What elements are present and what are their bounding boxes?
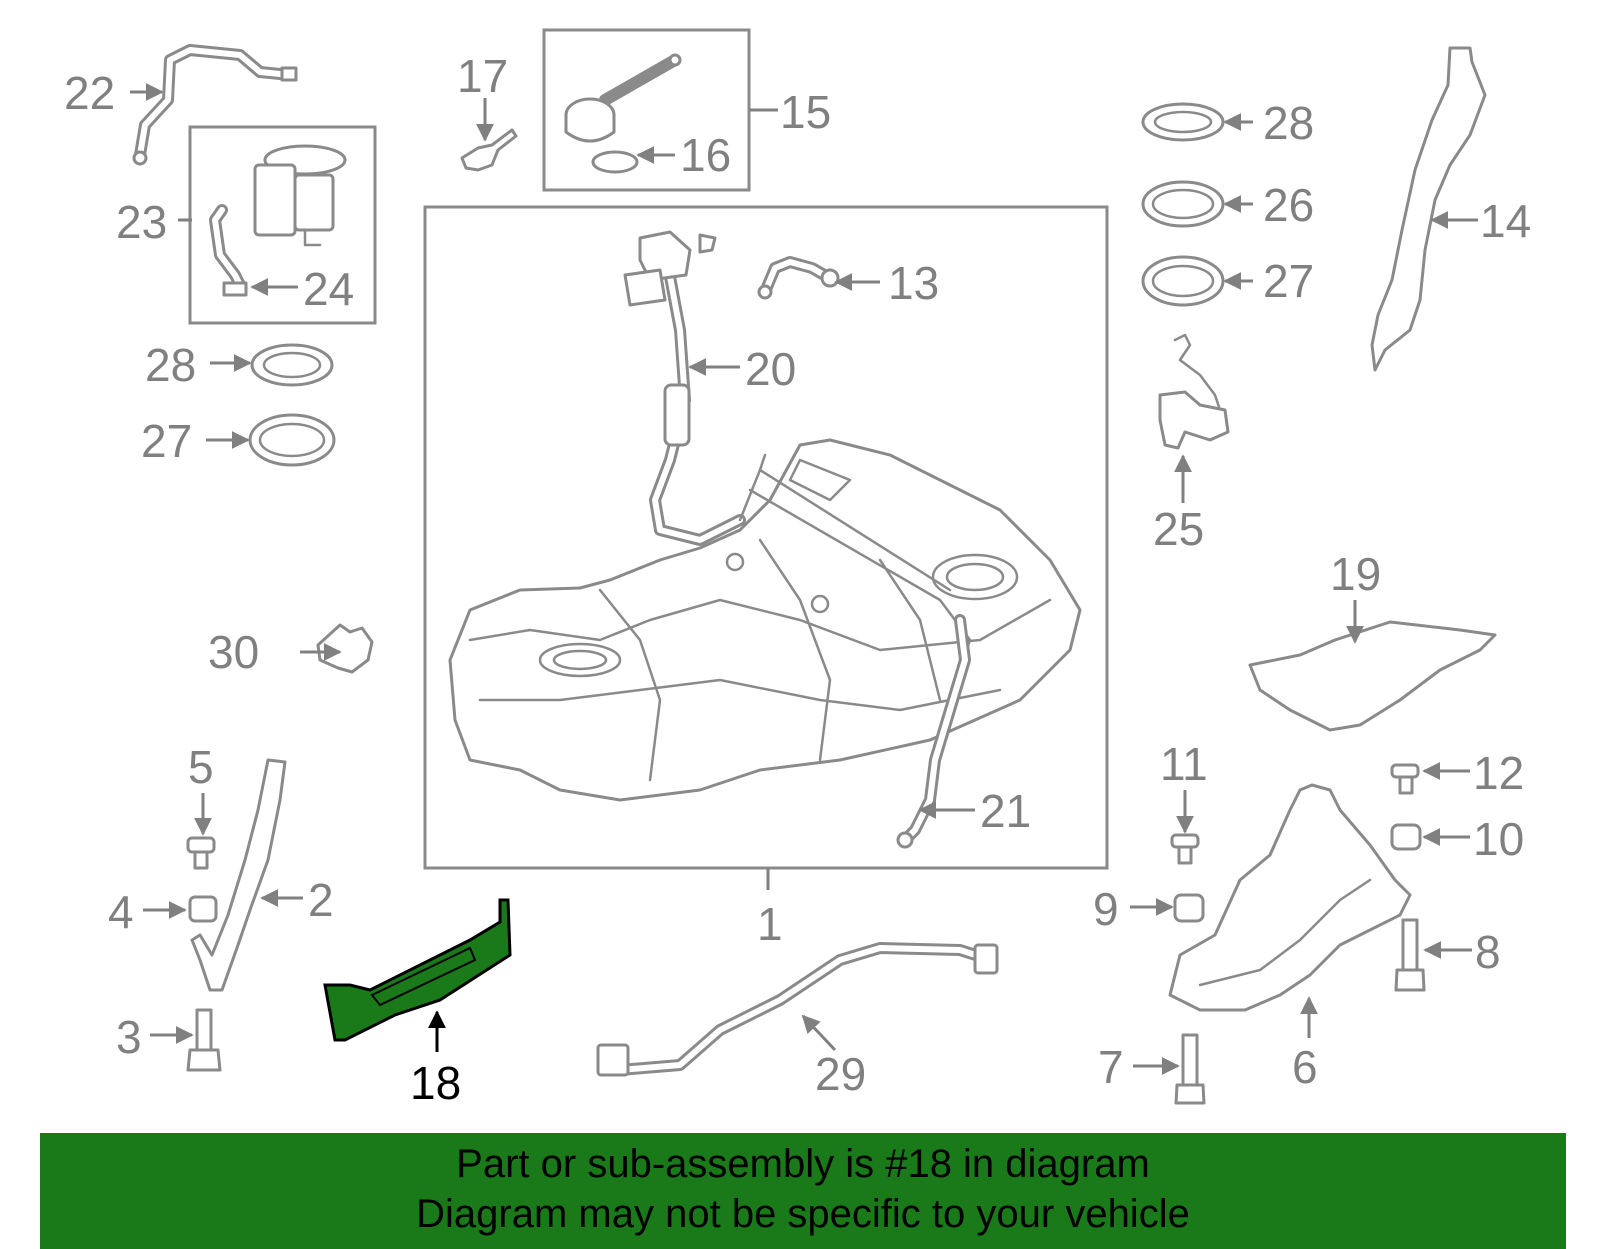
label-26: 26: [1263, 179, 1314, 231]
callout-labels: 22 23 24 28 27 17 15 16 13 20 21 1 28 26…: [64, 50, 1531, 1109]
fuel-pump-box: [188, 125, 377, 325]
label-11: 11: [1160, 738, 1208, 790]
tank-assembly-box: [423, 205, 1109, 870]
heat-shield-19: [1248, 620, 1497, 732]
filler-cap: [564, 53, 682, 174]
fuel-tank: [448, 438, 1082, 802]
label-6: 6: [1292, 1041, 1318, 1093]
label-7: 7: [1098, 1041, 1124, 1093]
label-8: 8: [1475, 926, 1501, 978]
label-9: 9: [1093, 883, 1119, 935]
leader-arrows: [130, 83, 1478, 1075]
label-3: 3: [116, 1011, 142, 1063]
filler-cap-box: [542, 28, 751, 192]
vent-line: [896, 614, 971, 849]
module-30: [316, 623, 374, 674]
notice-line-part: Part or sub-assembly is #18 in diagram: [456, 1142, 1150, 1186]
heat-shield-18-inner: [370, 946, 477, 1007]
label-21: 21: [980, 785, 1031, 837]
heat-shield-6-detail: [1198, 878, 1372, 987]
label-13: 13: [888, 257, 939, 309]
heat-shield-18-highlighted: [323, 898, 512, 1042]
fasteners-left: [186, 836, 222, 1072]
label-25: 25: [1153, 503, 1204, 555]
part-13-pipe: [757, 256, 840, 300]
label-4: 4: [108, 886, 134, 938]
label-20: 20: [745, 343, 796, 395]
strap-14: [1370, 46, 1487, 372]
label-14: 14: [1480, 195, 1531, 247]
fasteners-right: [1170, 763, 1426, 1105]
notice-line-disclaimer: Diagram may not be specific to your vehi…: [416, 1192, 1190, 1236]
strap-2: [190, 758, 287, 992]
label-10: 10: [1473, 813, 1524, 865]
rings-left: [248, 343, 336, 467]
label-18: 18: [410, 1057, 461, 1109]
label-28-left: 28: [145, 339, 196, 391]
label-15: 15: [780, 86, 831, 138]
label-22: 22: [64, 67, 115, 119]
label-19: 19: [1330, 548, 1381, 600]
label-16: 16: [680, 129, 731, 181]
level-sender: [1158, 333, 1230, 450]
label-24: 24: [303, 263, 354, 315]
label-30: 30: [208, 626, 259, 678]
label-2: 2: [308, 874, 334, 926]
clip-17: [460, 128, 518, 172]
notice-banner: Part or sub-assembly is #18 in diagram D…: [40, 1133, 1566, 1249]
label-5: 5: [188, 741, 214, 793]
label-1: 1: [757, 898, 783, 950]
label-27-left: 27: [141, 415, 192, 467]
fuel-line-22: [132, 44, 298, 166]
label-29: 29: [815, 1048, 866, 1100]
fuel-pump: [209, 144, 347, 297]
label-23: 23: [116, 196, 167, 248]
label-17: 17: [457, 50, 508, 102]
rings-right: [1141, 102, 1225, 307]
filler-pipe: [623, 230, 767, 546]
heat-shield-6: [1168, 783, 1412, 1012]
label-12: 12: [1473, 747, 1524, 799]
label-28-right: 28: [1263, 97, 1314, 149]
wire-harness-29: [596, 942, 999, 1077]
label-27-right: 27: [1263, 255, 1314, 307]
